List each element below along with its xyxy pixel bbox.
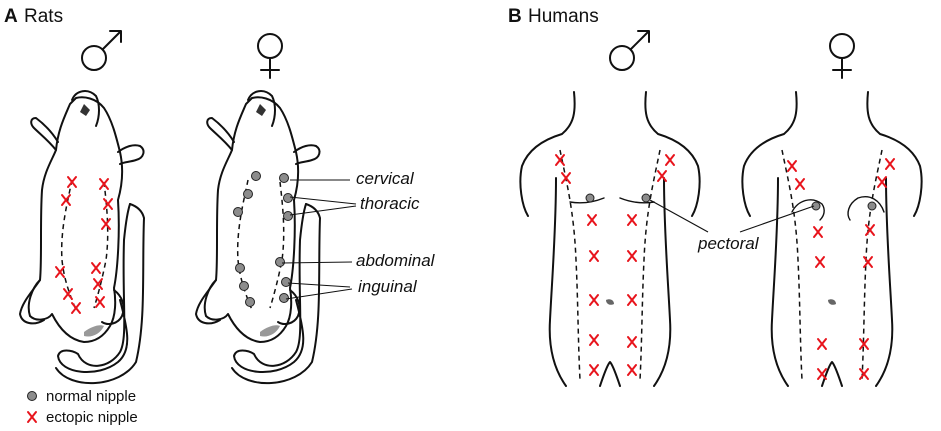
region-label-abdominal: abdominal xyxy=(356,251,436,270)
ectopic-nipple-mark xyxy=(589,334,599,346)
legend-normal-label: normal nipple xyxy=(46,388,136,405)
ectopic-nipple-mark xyxy=(627,294,637,306)
ectopic-nipple-mark xyxy=(627,214,637,226)
ectopic-nipple-mark xyxy=(877,176,887,188)
ectopic-nipple-mark xyxy=(657,170,667,182)
ectopic-nipple-mark xyxy=(795,178,805,190)
normal-nipple-mark xyxy=(641,193,651,203)
normal-nipple-mark xyxy=(251,171,261,181)
female-symbol-icon xyxy=(257,33,283,79)
ectopic-nipple-mark xyxy=(885,158,895,170)
ectopic-nipple-mark xyxy=(101,218,111,230)
normal-nipple-mark xyxy=(235,263,245,273)
ectopic-nipple-mark xyxy=(589,364,599,376)
ectopic-nipple-mark xyxy=(787,160,797,172)
panel-a-letter: A xyxy=(4,6,18,27)
normal-nipple-mark xyxy=(279,173,289,183)
normal-nipple-mark xyxy=(283,211,293,221)
normal-nipple-mark xyxy=(281,277,291,287)
ectopic-nipple-mark xyxy=(61,194,71,206)
ectopic-nipple-mark xyxy=(589,294,599,306)
normal-nipple-mark xyxy=(279,293,289,303)
legend: normal nipple ectopic nipple xyxy=(27,388,138,426)
ectopic-nipple-mark xyxy=(627,364,637,376)
ectopic-nipple-mark xyxy=(865,224,875,236)
ectopic-nipple-mark xyxy=(91,262,101,274)
region-label-inguinal: inguinal xyxy=(358,277,418,296)
ectopic-nipple-mark xyxy=(627,336,637,348)
ectopic-nipple-mark xyxy=(99,178,109,190)
panel-a-title: Rats xyxy=(24,6,63,27)
female-human-drawing xyxy=(741,91,923,387)
ectopic-nipple-mark xyxy=(859,368,869,380)
male-symbol-icon xyxy=(609,30,650,71)
normal-nipple-mark xyxy=(243,189,253,199)
ectopic-nipple-mark xyxy=(627,250,637,262)
ectopic-nipple-mark xyxy=(55,266,65,278)
male-rat-drawing xyxy=(19,90,145,385)
ectopic-nipple-mark xyxy=(67,176,77,188)
ectopic-nipple-mark xyxy=(817,368,827,380)
ectopic-nipple-mark xyxy=(95,296,105,308)
female-symbol-icon xyxy=(829,33,855,79)
ectopic-nipple-mark xyxy=(561,172,571,184)
normal-nipple-mark xyxy=(275,257,285,267)
legend-ectopic-label: ectopic nipple xyxy=(46,409,138,426)
female-rat-drawing xyxy=(195,90,321,385)
normal-nipple-mark xyxy=(245,297,255,307)
normal-nipple-mark xyxy=(233,207,243,217)
panel-b-letter: B xyxy=(508,6,522,27)
ectopic-nipple-mark xyxy=(71,302,81,314)
region-label-thoracic: thoracic xyxy=(360,194,420,213)
region-label-pectoral: pectoral xyxy=(697,234,760,253)
pectoral-leaders xyxy=(649,199,815,233)
ectopic-nipple-mark xyxy=(813,226,823,238)
ectopic-nipple-mark xyxy=(103,198,113,210)
ectopic-nipple-mark xyxy=(863,256,873,268)
legend-normal-nipple-icon xyxy=(27,391,37,401)
normal-nipple-mark xyxy=(585,193,595,203)
legend-ectopic-nipple-icon xyxy=(27,411,37,423)
panel-b-title: Humans xyxy=(528,6,599,27)
ectopic-nipple-mark xyxy=(589,250,599,262)
male-symbol-icon xyxy=(81,30,122,71)
ectopic-nipple-mark xyxy=(587,214,597,226)
normal-nipple-mark xyxy=(867,201,877,211)
ectopic-nipple-mark xyxy=(817,338,827,350)
normal-nipple-mark xyxy=(239,281,249,291)
ectopic-nipple-mark xyxy=(815,256,825,268)
normal-nipple-mark xyxy=(811,201,821,211)
region-label-cervical: cervical xyxy=(356,169,415,188)
normal-nipple-mark xyxy=(283,193,293,203)
male-human-drawing xyxy=(519,91,701,387)
ectopic-nipple-mark xyxy=(665,154,675,166)
rat-region-leaders xyxy=(281,179,357,300)
